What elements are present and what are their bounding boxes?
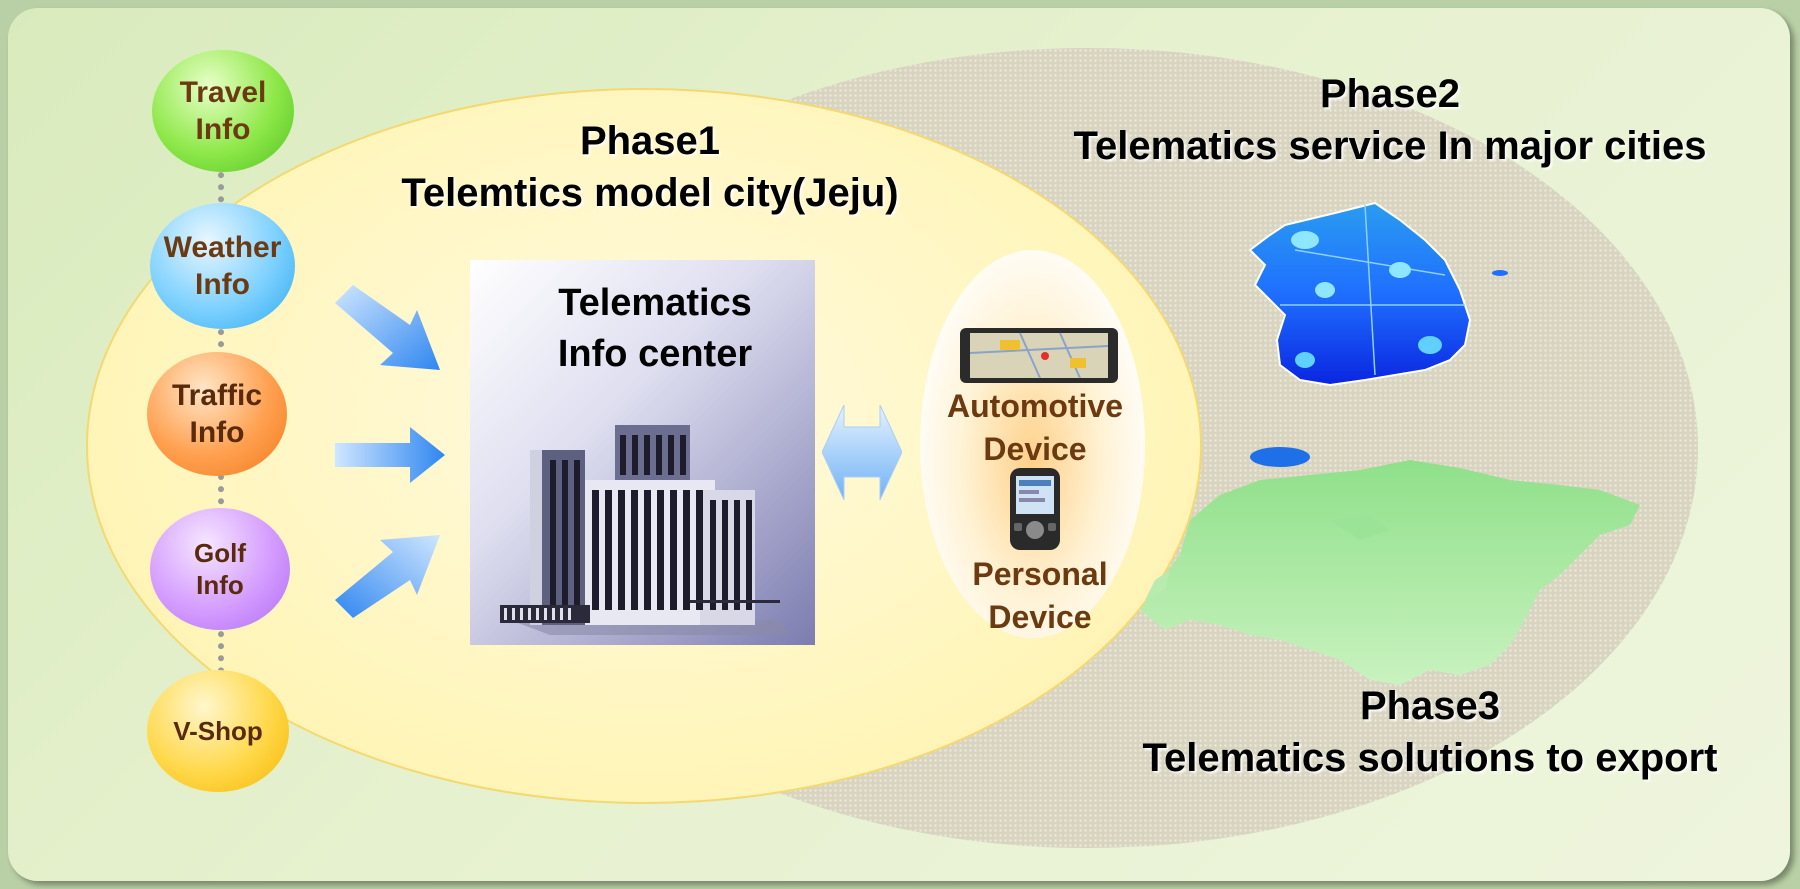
personal-line2: Device [988,599,1092,636]
automotive-device-label: Automotive Device [935,385,1135,471]
bubble-label: Golf [194,537,246,568]
car-navigation-icon [960,328,1118,383]
phase2-description: Telematics service In major cities [1073,124,1707,168]
travel-info-bubble: Travel Info [152,50,294,172]
double-arrow-icon [822,405,902,500]
eurasia-map-icon [1140,460,1640,685]
bubble-label: V-Shop [173,715,263,746]
golf-info-bubble: Golf Info [150,508,290,630]
pda-icon [1010,468,1060,550]
phase1-description: Telemtics model city(Jeju) [401,171,899,215]
bubble-label: Traffic [171,378,263,412]
bubble-label: Info [189,416,245,449]
arrow-icon [335,535,440,618]
info-center-line2: Info center [557,333,753,376]
phase2-label: Phase2 [1319,72,1461,116]
personal-device-label: Personal Device [940,553,1140,639]
phase3-label: Phase3 [1359,684,1501,728]
phase1-label: Phase1 [579,119,721,163]
korea-map-icon [1248,201,1508,467]
bubble-label: Info [195,268,250,301]
phase3-title: Phase3 Telematics solutions to export [1080,680,1780,784]
devices-oval [920,250,1145,638]
arrow-icon [335,285,440,370]
info-center-title: Telematics Info center [490,278,820,381]
phase3-description: Telematics solutions to export [1142,736,1718,780]
weather-info-bubble: Weather Info [150,203,295,329]
automotive-line2: Device [983,431,1087,468]
personal-line1: Personal [972,556,1108,592]
info-center-line1: Telematics [558,282,752,324]
vshop-bubble: V-Shop [147,670,289,792]
phase1-title: Phase1 Telemtics model city(Jeju) [340,115,960,219]
arrow-icon [335,427,445,483]
building-icon [500,425,790,635]
bubble-label: Info [195,113,251,146]
bubble-label: Travel [179,75,267,109]
bubble-label: Weather [163,230,282,264]
phase2-title: Phase2 Telematics service In major citie… [1040,68,1740,172]
bubble-label: Info [196,570,244,600]
automotive-line1: Automotive [947,388,1123,424]
traffic-info-bubble: Traffic Info [147,352,287,476]
